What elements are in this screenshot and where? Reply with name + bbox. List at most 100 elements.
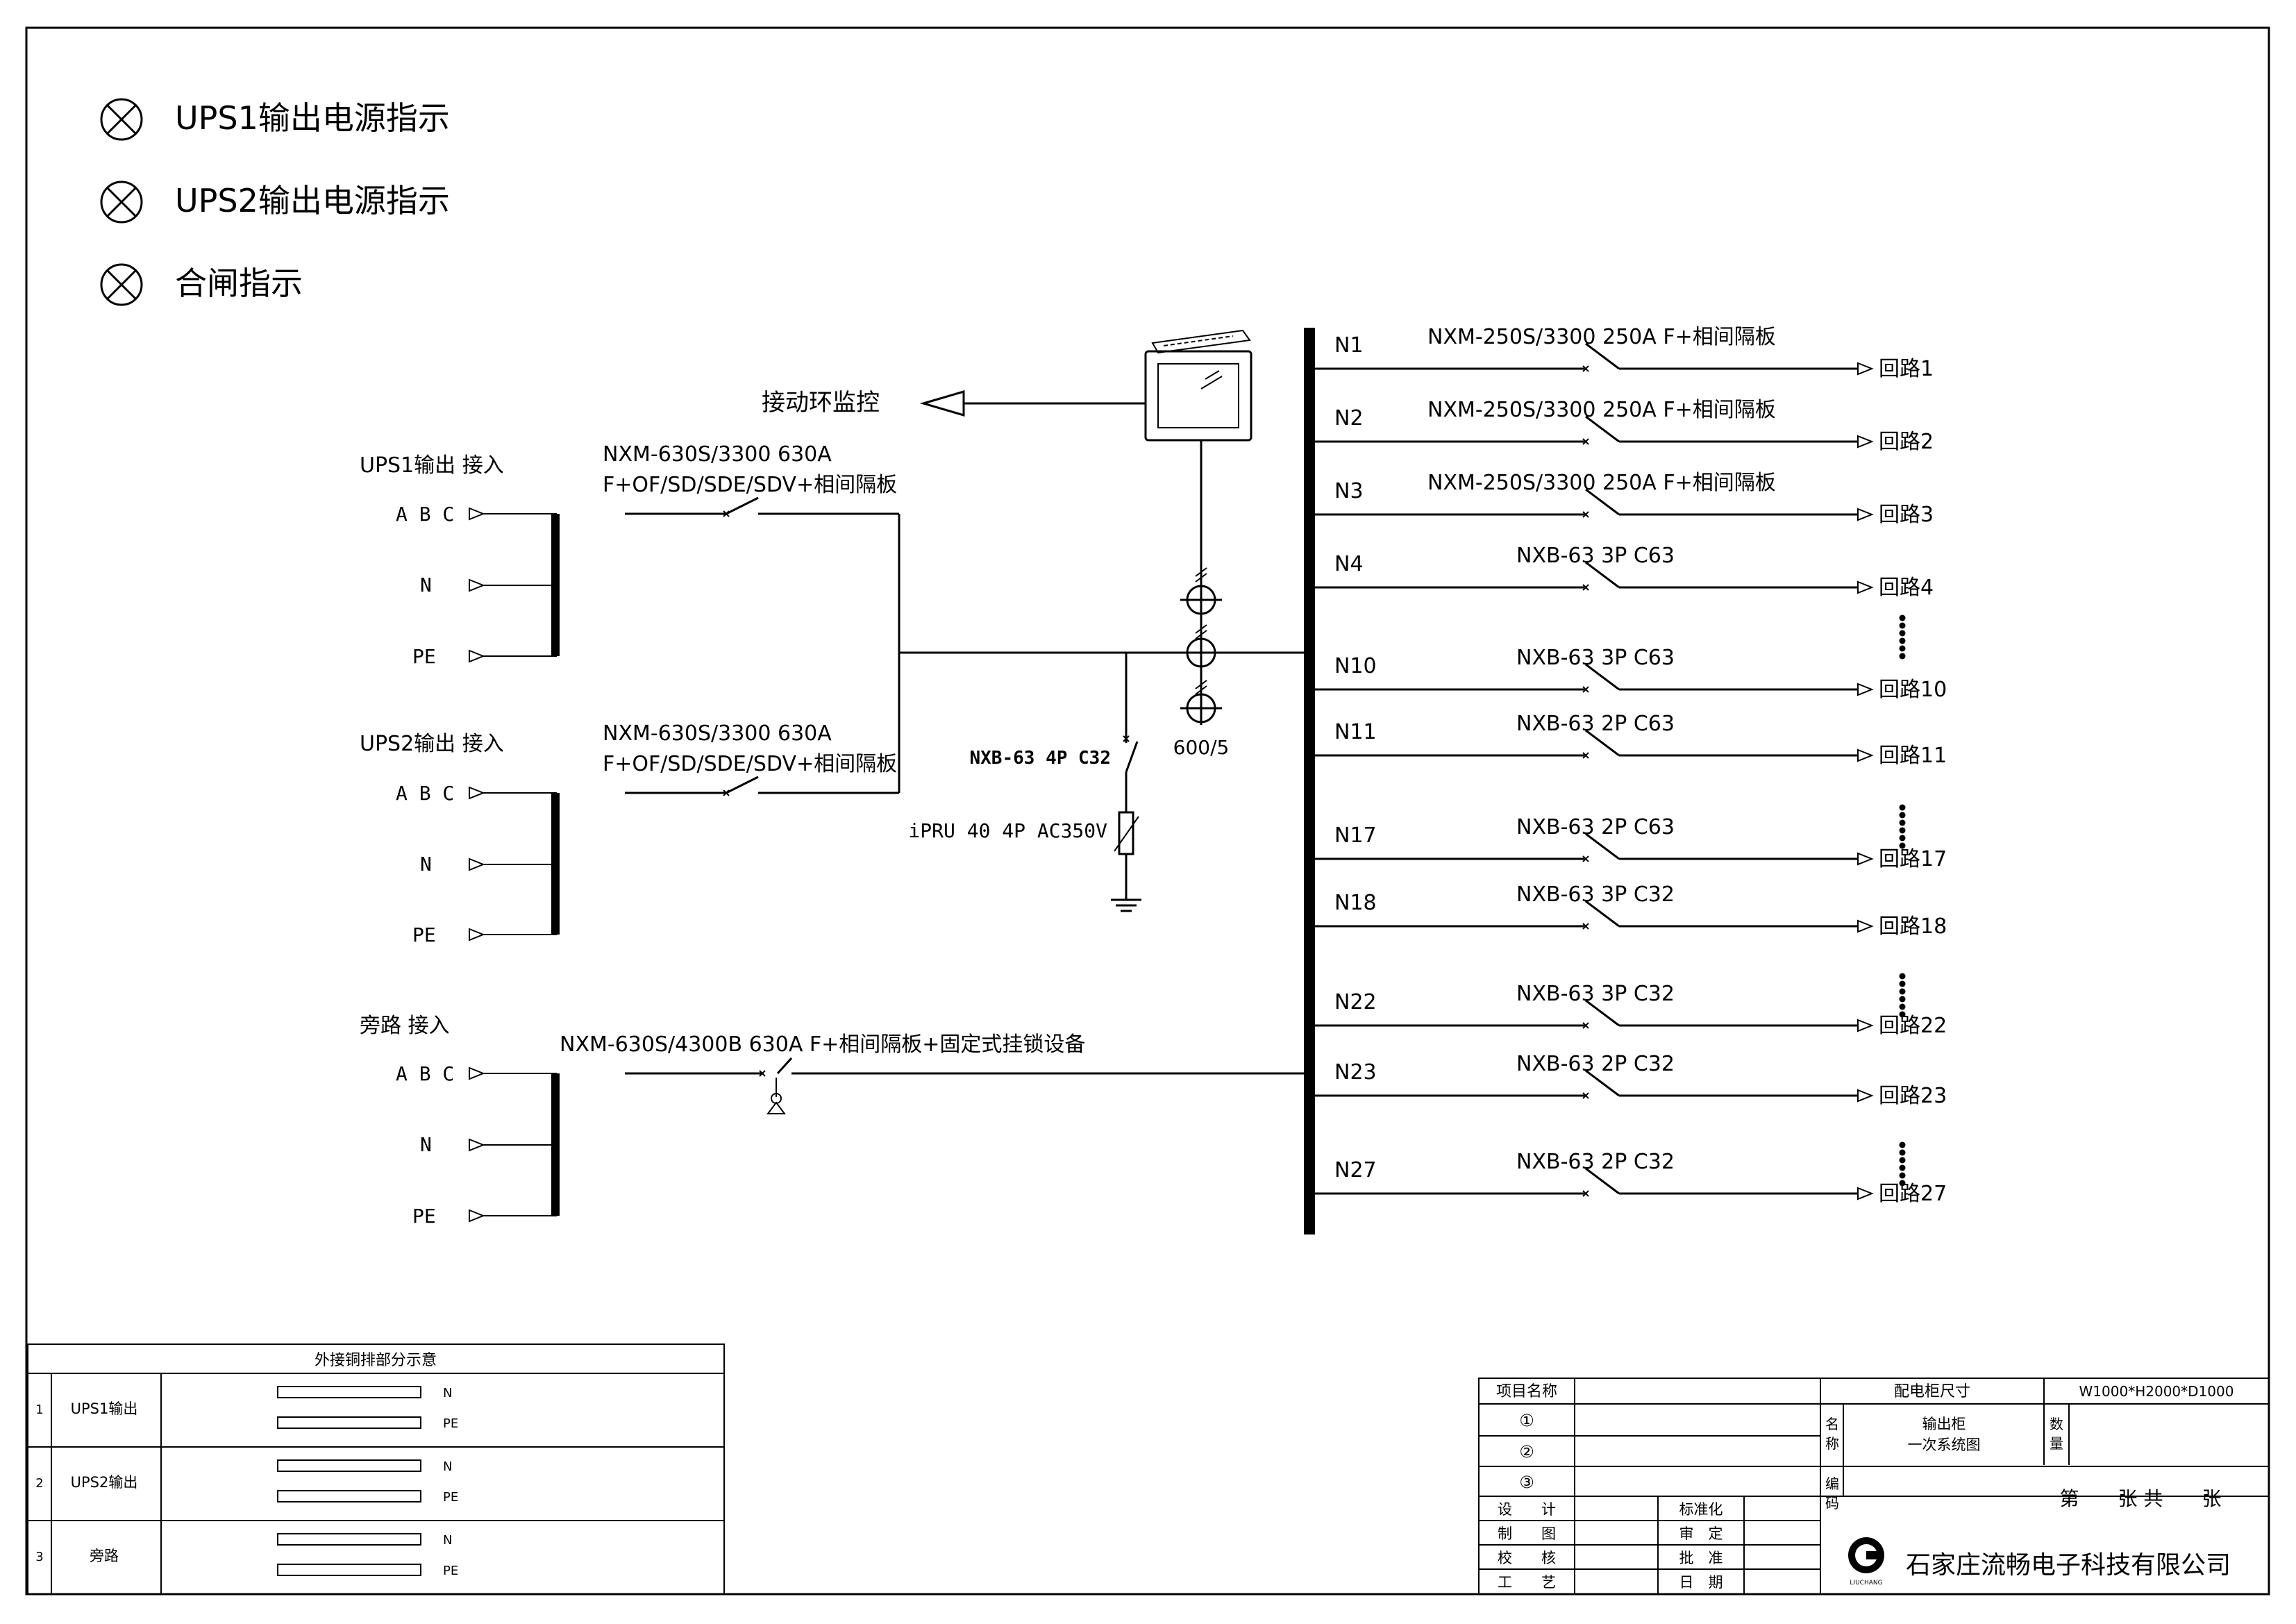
role-design: 设 计 [1498,1501,1556,1518]
drawing-frame [25,26,2270,1596]
mark-2: ② [1519,1442,1534,1462]
circuit-label: 回路23 [1879,1084,1947,1108]
role-drafting: 制 图 [1498,1525,1556,1542]
input-bypass: 旁路 接入 A B C N PE NXM-630S/4300B 630A F+相… [360,1014,1307,1228]
breaker-contact [726,776,759,794]
continuation-dot [1899,973,1906,980]
outgoing-arrow-icon [1857,852,1874,866]
outgoing-arrow-icon [1857,1019,1874,1032]
qty-label: 量 [2050,1435,2063,1452]
surge-protection: NXB-63 4P C32 iPRU 40 4P AC350V [908,653,1141,912]
row-name: UPS2输出 [71,1474,138,1491]
role-process: 工 艺 [1498,1574,1556,1591]
svg-text:LIUCHANG: LIUCHANG [1850,1580,1882,1587]
circuit-label: 回路1 [1879,357,1934,381]
role-review: 审 定 [1679,1525,1723,1542]
circuit-id: N22 [1334,990,1377,1014]
continuation-dot [1899,835,1906,842]
phase-n-label: N [420,574,432,596]
breaker-cross [1582,365,1589,372]
continuation-dot [1899,980,1906,987]
name-label: 名 [1825,1416,1839,1432]
outgoing-arrow-icon [1857,748,1874,762]
breaker-contact [1585,342,1620,370]
continuation-dot [1899,827,1906,834]
continuation-dot [1899,819,1906,826]
breaker-model: NXM-630S/3300 630A [603,442,832,467]
copper-bar-icon [277,1386,421,1398]
circuit-label: 回路17 [1879,847,1947,871]
breaker-cross [1582,1190,1589,1197]
circuit-breaker: NXB-63 2P C63 [1516,712,1675,736]
continuation-dot [1899,1180,1906,1187]
main-busbar [1304,328,1315,1234]
continuation-dot [1899,812,1906,819]
legend-ups2-label: UPS2输出电源指示 [175,182,450,219]
name-label: 称 [1825,1435,1839,1452]
terminal-arrow-icon [469,928,485,941]
breaker-contact [1585,999,1620,1027]
continuation-dot [1899,1157,1906,1164]
ct-ratio-label: 600/5 [1173,736,1230,759]
continuation-dot [1899,842,1906,849]
breaker-cross [1582,511,1589,518]
breaker-contact [1585,729,1620,757]
monitor-device-icon [1144,329,1252,442]
row-name: UPS1输出 [71,1400,138,1417]
breaker-model: NXM-630S/4300B 630A F+相间隔板+固定式挂锁设备 [560,1032,1085,1057]
circuit-id: N1 [1334,333,1364,358]
circuit-id: N17 [1334,823,1377,848]
circuit-id: N27 [1334,1158,1377,1182]
phase-n-label: N [420,853,432,876]
copper-bar-icon [277,1533,421,1546]
circuit-label: 回路4 [1879,576,1934,600]
breaker-contact [1585,561,1620,589]
continuation-dot [1899,622,1906,629]
bar-label: N [443,1386,452,1400]
code-label: 编 [1825,1475,1839,1492]
circuit-breaker: NXB-63 2P C32 [1516,1052,1675,1076]
circuit-label: 回路3 [1879,503,1934,527]
input-ups2: UPS2输出 接入 A B C N PE NXM-630S/3300 630A … [360,721,899,946]
breaker-cross [1582,923,1589,930]
row-number: 2 [35,1476,43,1491]
terminal-arrow-icon [469,649,485,663]
continuation-dots [1899,614,1906,1187]
spd-breaker-label: NXB-63 4P C32 [970,748,1112,769]
monitor-label: 接动环监控 [762,389,880,417]
breaker-cross [1582,1092,1589,1099]
continuation-dot [1899,645,1906,652]
phase-pe-label: PE [412,645,436,668]
circuit-id: N18 [1334,891,1377,915]
terminal-arrow-icon [469,1209,485,1223]
monitor-arrow-icon [919,390,965,417]
row-name: 旁路 [90,1548,119,1564]
circuit-id: N23 [1334,1060,1377,1085]
input-busbar [551,793,560,935]
circuit-id: N4 [1334,552,1364,576]
qty-label: 数 [2050,1416,2063,1432]
copper-bar-icon [277,1564,421,1576]
circuit-n23: N23 NXB-63 2P C32 回路23 [1315,1052,1947,1108]
legend: UPS1输出电源指示 UPS2输出电源指示 合闸指示 [100,98,450,306]
role-approve: 批 准 [1679,1550,1723,1566]
outgoing-arrow-icon [1857,683,1874,696]
copper-bar-icon [277,1459,421,1472]
breaker-contact [1585,488,1620,516]
breaker-cross [1582,584,1589,591]
circuit-label: 回路27 [1879,1182,1947,1206]
outgoing-arrow-icon [1857,1187,1874,1200]
breaker-contact [1585,663,1620,691]
outgoing-arrow-icon [1857,580,1874,594]
terminal-arrow-icon [469,578,485,592]
breaker-contact [726,496,759,515]
terminal-arrow-icon [469,786,485,800]
company-logo-icon: LIUCHANG [1848,1537,1884,1587]
breaker-contact [1585,832,1620,860]
indicator-lamp-icon [100,181,143,224]
